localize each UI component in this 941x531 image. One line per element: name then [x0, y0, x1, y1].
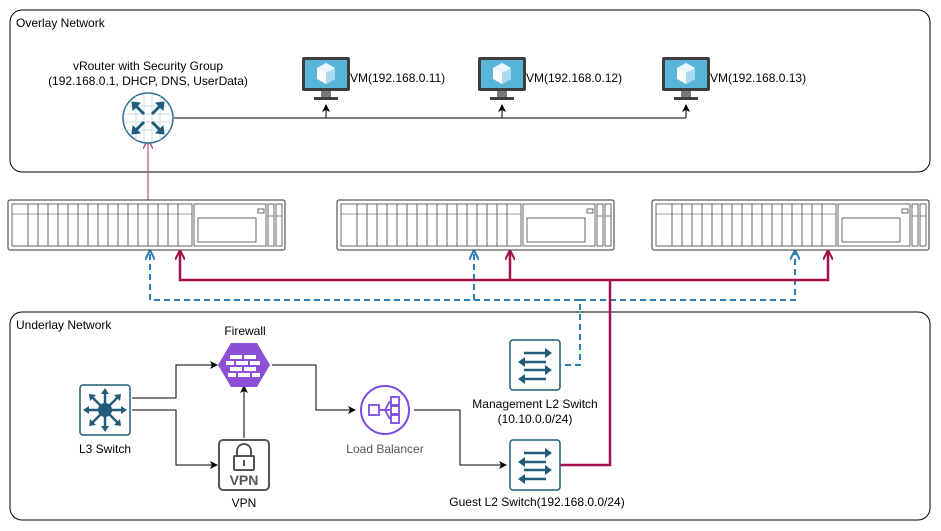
- l3-switch-icon: [79, 384, 131, 436]
- vpn-label: VPN: [231, 496, 257, 510]
- server-2: [336, 199, 615, 251]
- server-3: [651, 199, 930, 251]
- guest-network-links: [180, 251, 828, 467]
- management-network-links: [150, 251, 795, 366]
- management-l2-switch-icon: [508, 338, 562, 392]
- vrouter-icon: [122, 92, 174, 144]
- vrouter-label-line1: vRouter with Security Group: [72, 59, 224, 73]
- underlay-network-title: Underlay Network: [16, 318, 112, 332]
- overlay-network-title: Overlay Network: [16, 16, 105, 30]
- vrouter-label-line2: (192.168.0.1, DHCP, DNS, UserData): [48, 74, 248, 88]
- guest-l2-switch-icon: [508, 438, 562, 492]
- vm-3-label: VM(192.168.0.13): [710, 71, 807, 85]
- vm-1-label: VM(192.168.0.11): [350, 71, 446, 85]
- vpn-icon-text: VPN: [230, 472, 259, 488]
- guest-switch-label: Guest L2 Switch(192.168.0.0/24): [449, 495, 625, 509]
- management-switch-label-line2: (10.10.0.0/24): [497, 412, 573, 426]
- underlay-network-box: [9, 311, 931, 521]
- l3-switch-label: L3 Switch: [78, 442, 132, 456]
- underlay-links: [132, 361, 507, 469]
- vpn-icon: VPN: [218, 439, 270, 491]
- load-balancer-label: Load Balancer: [346, 442, 424, 456]
- firewall-label: Firewall: [224, 324, 266, 338]
- server-1: [7, 199, 286, 251]
- overlay-network-box: [9, 9, 931, 173]
- management-switch-label-line1: Management L2 Switch: [472, 397, 598, 411]
- vm-2-label: VM(192.168.0.12): [526, 71, 623, 85]
- load-balancer-icon: [360, 385, 410, 435]
- firewall-icon: [218, 343, 270, 387]
